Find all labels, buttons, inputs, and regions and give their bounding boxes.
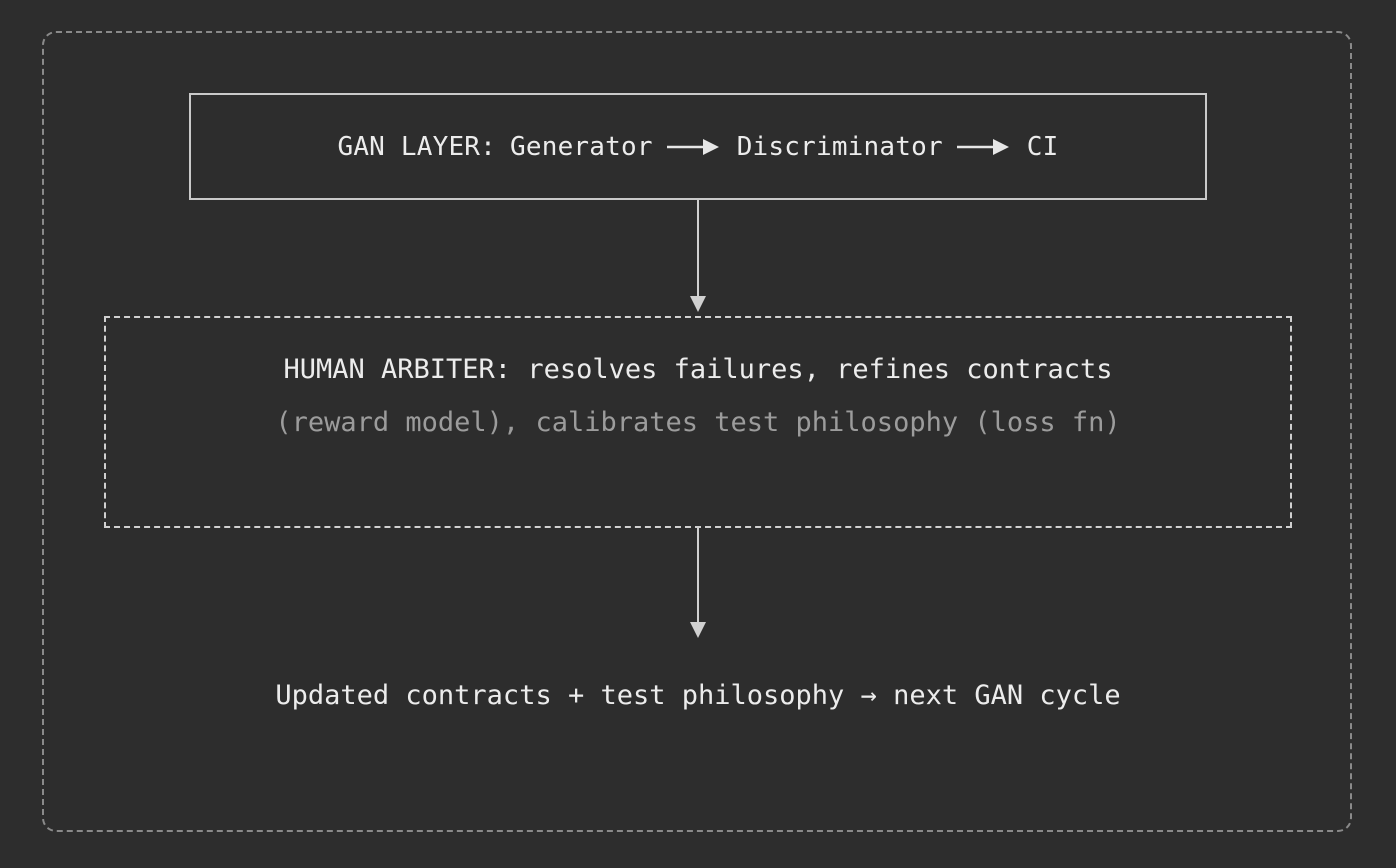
gan-layer-generator: Generator bbox=[510, 131, 653, 162]
connector-arrow-gan-to-arbiter bbox=[690, 200, 706, 312]
arbiter-title-text: HUMAN ARBITER: resolves failures, refine… bbox=[283, 354, 1113, 385]
outer-dashed-frame bbox=[42, 31, 1352, 832]
gan-layer-discriminator: Discriminator bbox=[736, 131, 943, 162]
connector-arrow-arbiter-to-result bbox=[690, 528, 706, 638]
gan-layer-label: GAN LAYER: bbox=[337, 131, 497, 162]
arbiter-subtitle-text: (reward model), calibrates test philosop… bbox=[275, 407, 1121, 438]
gan-layer-box: GAN LAYER: Generator Discriminator CI bbox=[189, 93, 1207, 200]
arrow-right-icon bbox=[666, 138, 719, 155]
arrow-right-icon bbox=[956, 138, 1009, 155]
gan-layer-ci: CI bbox=[1026, 131, 1059, 162]
human-arbiter-box: HUMAN ARBITER: resolves failures, refine… bbox=[104, 316, 1292, 528]
result-text: Updated contracts + test philosophy → ne… bbox=[275, 680, 1121, 711]
